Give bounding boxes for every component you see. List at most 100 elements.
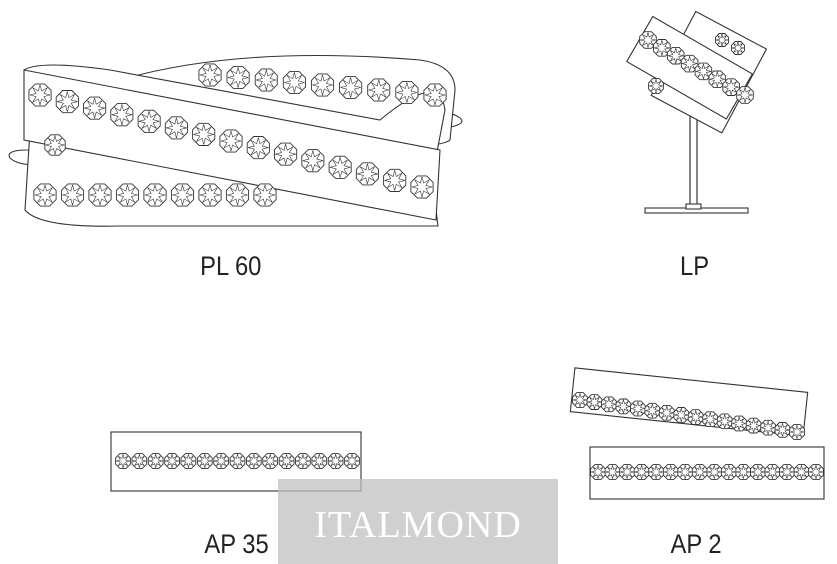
crystal-gem [278, 453, 295, 469]
crystal-gem [677, 464, 694, 480]
crystal-gem [793, 464, 810, 480]
crystal-gem [680, 54, 699, 73]
ap35-gem-row [115, 453, 360, 469]
crystal-gem [311, 453, 328, 469]
crystal-gem [731, 415, 747, 432]
crystal-gem [219, 129, 243, 153]
crystal-gem [131, 453, 148, 469]
crystal-gem [590, 464, 606, 480]
crystal-gem [170, 183, 195, 207]
crystal-gem [253, 183, 277, 207]
crystal-gem [694, 62, 713, 81]
crystal-gem [28, 83, 52, 107]
lp-gem-rows [639, 31, 754, 104]
watermark-text: ITALMOND [314, 504, 522, 546]
crystal-gem [55, 90, 79, 114]
crystal-gem [115, 183, 140, 207]
crystal-gem [294, 453, 311, 469]
crystal-gem [180, 453, 197, 469]
crystal-gem [601, 396, 617, 413]
crystal-gem [720, 464, 737, 480]
crystal-gem [164, 453, 181, 469]
crystal-gem [245, 453, 262, 469]
crystal-gem [254, 68, 278, 92]
crystal-gem [88, 183, 112, 207]
crystal-gem [33, 183, 57, 207]
crystal-gem [262, 453, 279, 469]
crystal-gem [715, 33, 729, 47]
crystal-gem [327, 453, 344, 469]
crystal-gem [722, 78, 740, 96]
crystal-gem [383, 168, 407, 192]
crystal-gem [735, 464, 752, 480]
crystal-gem [395, 80, 419, 105]
crystal-gem [410, 175, 434, 199]
crystal-gem [789, 424, 805, 440]
crystal-gem [731, 41, 745, 55]
crystal-gem [586, 394, 603, 410]
label-pl60: PL 60 [200, 251, 262, 281]
crystal-gem [282, 70, 306, 95]
crystal-gem [110, 103, 134, 127]
crystal-gem [745, 417, 762, 434]
crystal-gem [778, 464, 795, 480]
ap2-drawing [569, 367, 825, 500]
crystal-gem [198, 63, 222, 87]
crystal-gem [666, 46, 685, 65]
crystal-gem [708, 70, 727, 89]
crystal-gem [653, 39, 671, 57]
crystal-gem [644, 402, 661, 419]
crystal-gem [83, 96, 107, 120]
crystal-gem [196, 453, 213, 469]
ap2-gem-rows [572, 392, 824, 480]
crystal-gem [274, 142, 298, 166]
crystal-gem [164, 116, 188, 140]
crystal-gem [310, 73, 335, 97]
crystal-gem [367, 78, 391, 102]
crystal-gem [192, 122, 216, 146]
crystal-gem [687, 409, 704, 425]
crystal-gem [339, 75, 363, 100]
crystal-gem [115, 453, 131, 469]
crystal-gem [706, 464, 723, 480]
lp-drawing [626, 10, 768, 214]
crystal-gem [648, 78, 664, 94]
crystal-gem [673, 407, 690, 423]
crystal-gem [760, 419, 776, 436]
crystal-gem [225, 183, 250, 207]
crystal-gem [198, 183, 222, 207]
crystal-gem [808, 464, 824, 480]
crystal-gem [213, 453, 230, 469]
crystal-gem [702, 411, 719, 428]
crystal-gem [716, 413, 733, 430]
crystal-gem [572, 392, 588, 408]
crystal-gem [658, 404, 675, 421]
pl60-gem-rows [28, 63, 447, 207]
crystal-gem [619, 464, 636, 480]
crystal-gem [44, 134, 66, 156]
crystal-gem [639, 31, 657, 49]
crystal-gem [604, 464, 621, 480]
pl60-drawing [8, 54, 463, 227]
crystal-gem [615, 398, 632, 415]
crystal-gem [246, 136, 270, 160]
crystal-gem [226, 65, 250, 90]
crystal-gem [344, 453, 360, 469]
crystal-gem [301, 149, 325, 173]
crystal-gem [662, 464, 679, 480]
crystal-gem [774, 422, 791, 438]
label-lp: LP [679, 251, 710, 281]
crystal-gem [137, 109, 161, 133]
crystal-gem [328, 155, 352, 179]
crystal-gem [648, 464, 665, 480]
crystal-gem [143, 183, 167, 207]
label-ap2: AP 2 [670, 529, 722, 559]
crystal-gem [691, 464, 708, 480]
crystal-gem [60, 183, 85, 207]
label-ap35: AP 35 [204, 529, 269, 559]
crystal-gem [764, 464, 781, 480]
crystal-gem [633, 464, 650, 480]
crystal-gem [423, 83, 447, 107]
watermark-box: ITALMOND [278, 479, 558, 564]
crystal-gem [736, 86, 754, 104]
